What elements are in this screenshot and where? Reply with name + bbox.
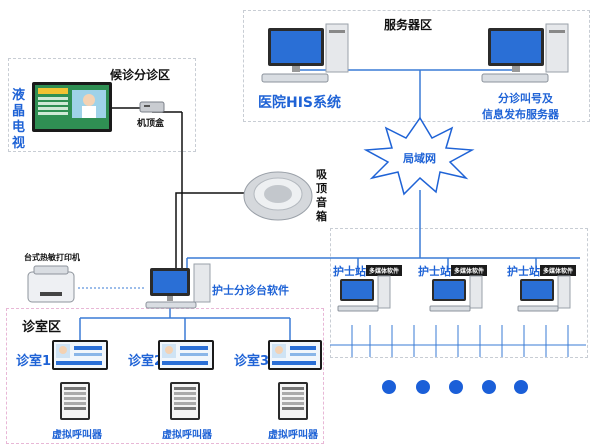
nurse-station-2-label: 护士站: [418, 265, 451, 278]
waiting-zone: [8, 58, 196, 152]
clinic-room-2-label: 诊室2: [128, 354, 164, 369]
call-server-label-2: 信息发布服务器: [482, 108, 559, 121]
nurse-station-2-tag: 多媒体软件: [451, 265, 488, 276]
clinic-zone-title: 诊室区: [22, 320, 62, 335]
nurse-station-3-label: 护士站: [507, 265, 540, 278]
nurse-station-1-tag: 多媒体软件: [366, 265, 403, 276]
lan-label: 局域网: [403, 152, 436, 165]
nurse-software-label: 护士分诊台软件: [212, 284, 289, 297]
clinic-room-2-terminal-label: 虚拟呼叫器: [162, 430, 212, 441]
clinic-room-3-label: 诊室3: [234, 354, 270, 369]
server-zone-title: 服务器区: [384, 18, 433, 32]
clinic-room-1-terminal-label: 虚拟呼叫器: [52, 430, 102, 441]
more-stations-dot: [482, 380, 496, 394]
clinic-room-3-terminal-label: 虚拟呼叫器: [268, 430, 318, 441]
lcd-tv-label: 液晶电视: [12, 88, 26, 151]
set-top-box-label: 机顶盒: [137, 119, 165, 129]
printer-label: 台式热敏打印机: [24, 253, 80, 262]
call-server-label-1: 分诊叫号及: [498, 92, 553, 105]
nurse-zone: [330, 228, 588, 358]
nurse-station-1-label: 护士站: [333, 265, 366, 278]
nurse-station-3-tag: 多媒体软件: [540, 265, 577, 276]
his-system-label: 医院HIS系统: [258, 95, 342, 111]
server-zone: [243, 10, 590, 122]
more-stations-dot: [514, 380, 528, 394]
more-stations-dot: [382, 380, 396, 394]
waiting-zone-title: 候诊分诊区: [110, 68, 171, 82]
clinic-room-1-label: 诊室1: [16, 354, 52, 369]
ceiling-speaker-label: 吸顶音箱: [316, 168, 327, 223]
more-stations-dot: [416, 380, 430, 394]
more-stations-dot: [449, 380, 463, 394]
